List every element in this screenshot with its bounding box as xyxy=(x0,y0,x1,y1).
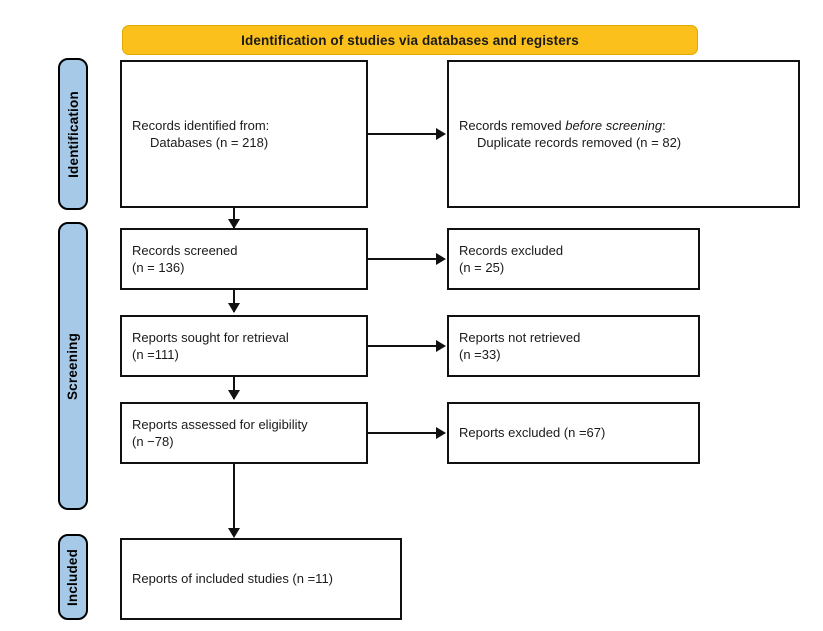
box-records-identified: Records identified from: Databases (n = 2… xyxy=(120,60,368,208)
arrow-sought-to-not-retrieved xyxy=(436,340,446,352)
box-reports-excluded: Reports excluded (n =67) xyxy=(447,402,700,464)
box-records-identified-text: Records identified from: Databases (n = 2… xyxy=(122,117,269,151)
box-reports-sought-text: Reports sought for retrieval (n =111) xyxy=(122,329,289,363)
box-included-studies: Reports of included studies (n =11) xyxy=(120,538,402,620)
reports-not-retrieved-line2: (n =33) xyxy=(459,347,501,362)
box-reports-not-retrieved-text: Reports not retrieved (n =33) xyxy=(449,329,580,363)
box-records-screened-text: Records screened (n = 136) xyxy=(122,242,238,276)
records-identified-line2: Databases (n = 218) xyxy=(150,135,269,150)
connector-assessed-to-included xyxy=(233,464,235,534)
records-removed-emphasis: before screening xyxy=(565,117,663,133)
included-studies-line1: Reports of included studies (n =11) xyxy=(132,571,334,587)
reports-excluded-line1: Reports excluded (n =67) xyxy=(459,425,606,441)
banner-title: Identification of studies via databases … xyxy=(241,32,579,48)
records-identified-line1: Records identified from: xyxy=(132,117,270,133)
stage-label-identification: Identification xyxy=(65,90,81,178)
records-excluded-line1: Records excluded xyxy=(459,242,564,258)
connector-identified-to-screened xyxy=(233,208,235,228)
arrow-screened-to-excluded xyxy=(436,253,446,265)
connector-assessed-to-excluded xyxy=(368,432,436,434)
records-screened-line2: (n = 136) xyxy=(132,260,185,275)
box-records-screened: Records screened (n = 136) xyxy=(120,228,368,290)
arrow-assessed-to-excluded xyxy=(436,427,446,439)
box-records-excluded: Records excluded (n = 25) xyxy=(447,228,700,290)
box-reports-assessed-text: Reports assessed for eligibility (n −78) xyxy=(122,416,308,450)
box-reports-not-retrieved: Reports not retrieved (n =33) xyxy=(447,315,700,377)
stage-bar-identification: Identification xyxy=(58,58,88,210)
stage-label-screening: Screening xyxy=(65,332,81,400)
box-included-studies-text: Reports of included studies (n =11) xyxy=(122,570,333,587)
records-removed-line1-a: Records removed xyxy=(459,117,566,133)
reports-assessed-line2: (n −78) xyxy=(132,434,174,449)
reports-sought-line2: (n =111) xyxy=(132,347,179,362)
arrow-identified-to-screened xyxy=(228,219,240,229)
section-banner-identification: Identification of studies via databases … xyxy=(122,25,698,55)
arrow-identified-to-removed xyxy=(436,128,446,140)
records-screened-line1: Records screened xyxy=(132,242,238,258)
connector-identified-to-removed xyxy=(368,133,436,135)
reports-not-retrieved-line1: Reports not retrieved xyxy=(459,329,581,345)
box-records-removed-text: Records removed before screening: Duplica… xyxy=(449,117,681,151)
box-reports-excluded-text: Reports excluded (n =67) xyxy=(449,424,605,441)
box-records-excluded-text: Records excluded (n = 25) xyxy=(449,242,563,276)
arrow-screened-to-sought xyxy=(228,303,240,313)
records-excluded-line2: (n = 25) xyxy=(459,260,505,275)
reports-assessed-line1: Reports assessed for eligibility xyxy=(132,416,308,432)
stage-bar-included: Included xyxy=(58,534,88,620)
reports-sought-line1: Reports sought for retrieval xyxy=(132,329,289,345)
connector-sought-to-assessed xyxy=(233,377,235,399)
records-removed-line1-b: : xyxy=(662,117,666,133)
box-records-removed: Records removed before screening: Duplica… xyxy=(447,60,800,208)
arrow-assessed-to-included xyxy=(228,528,240,538)
arrow-sought-to-assessed xyxy=(228,390,240,400)
stage-bar-screening: Screening xyxy=(58,222,88,510)
connector-screened-to-excluded xyxy=(368,258,436,260)
connector-screened-to-sought xyxy=(233,290,235,312)
box-reports-sought: Reports sought for retrieval (n =111) xyxy=(120,315,368,377)
box-reports-assessed: Reports assessed for eligibility (n −78) xyxy=(120,402,368,464)
stage-label-included: Included xyxy=(65,548,81,606)
records-removed-line2: Duplicate records removed (n = 82) xyxy=(477,135,682,150)
connector-sought-to-not-retrieved xyxy=(368,345,436,347)
